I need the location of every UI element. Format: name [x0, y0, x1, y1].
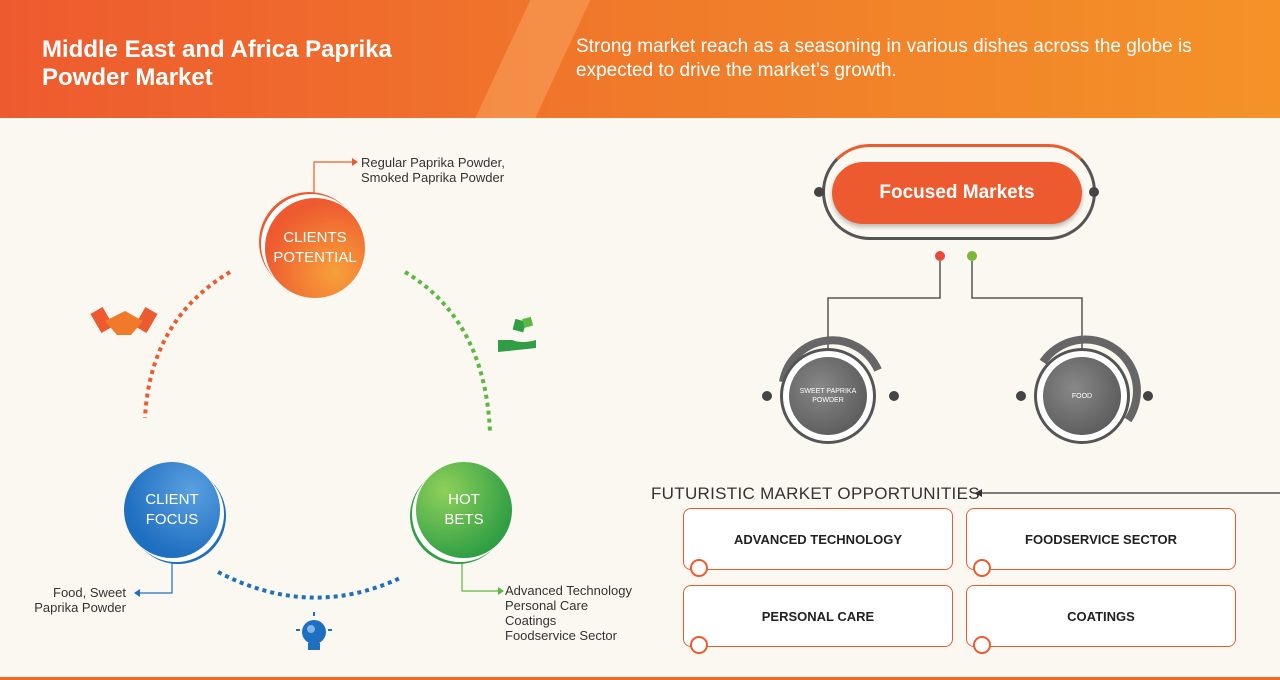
clients-potential-circle: CLIENTS POTENTIAL: [265, 198, 365, 298]
arc-blue: [217, 570, 401, 600]
ring-dot: [1143, 391, 1153, 401]
hot-bets-circle: HOT BETS: [416, 462, 512, 558]
connector-dot-red: [935, 251, 945, 261]
food-circle: FOOD: [1043, 357, 1121, 435]
opportunity-label: COATINGS: [1067, 608, 1135, 624]
note-line: Advanced Technology: [505, 583, 632, 598]
sweet-paprika-label: SWEET PAPRIKA POWDER: [799, 388, 857, 404]
food-label: FOOD: [1071, 392, 1093, 400]
note-line: Paprika Powder: [34, 600, 126, 615]
page-title: Middle East and Africa Paprika Powder Ma…: [42, 36, 392, 91]
clients-potential-line1: CLIENTS: [283, 229, 347, 246]
callout-clients: [313, 161, 352, 198]
corner-circle: [973, 559, 991, 577]
opportunity-box: ADVANCED TECHNOLOGY: [683, 508, 953, 577]
connector-sweet: [827, 261, 941, 355]
header-banner: Middle East and Africa Paprika Powder Ma…: [0, 0, 1280, 118]
frame-dot-left: [814, 187, 824, 197]
opportunity-box: COATINGS: [966, 585, 1236, 654]
page-tagline: Strong market reach as a seasoning in va…: [576, 36, 1192, 81]
opportunity-label: FOODSERVICE SECTOR: [1025, 531, 1177, 547]
opportunity-label: PERSONAL CARE: [761, 608, 875, 624]
connector-food: [971, 261, 1083, 355]
note-line: Food, Sweet: [53, 585, 126, 600]
arc-food: [1039, 335, 1141, 423]
arc-orange: [143, 270, 232, 419]
note-line: Smoked Paprika Powder: [361, 170, 505, 185]
clients-potential-line2: POTENTIAL: [273, 249, 357, 266]
note-line: Personal Care: [505, 598, 589, 613]
corner-circle: [690, 636, 708, 654]
hot-bets-notes: Advanced Technology Personal Care Coatin…: [505, 583, 632, 643]
ring-dot: [762, 391, 772, 401]
ring-dot: [1016, 391, 1026, 401]
client-focus-line2: FOCUS: [145, 511, 199, 528]
opportunity-box: PERSONAL CARE: [683, 585, 953, 654]
opportunities-title: FUTURISTIC MARKET OPPORTUNITIES: [651, 484, 980, 503]
bottom-border: [0, 677, 1280, 680]
client-focus-circle: CLIENT FOCUS: [124, 462, 220, 558]
callout-client-focus: [140, 560, 173, 594]
corner-circle: [690, 559, 708, 577]
clients-potential-notes: Regular Paprika Powder, Smoked Paprika P…: [361, 155, 505, 185]
note-line: Regular Paprika Powder,: [361, 155, 505, 170]
client-focus-line1: CLIENT: [145, 491, 199, 508]
corner-circle: [973, 636, 991, 654]
arc-green: [403, 270, 492, 433]
focused-markets-title: Focused Markets: [832, 162, 1082, 224]
sweet-paprika-circle: SWEET PAPRIKA POWDER: [789, 357, 867, 435]
ring-dot: [889, 391, 899, 401]
hot-bets-line2: BETS: [444, 511, 484, 528]
opportunity-label: ADVANCED TECHNOLOGY: [733, 531, 903, 547]
hot-bets-line1: HOT: [448, 491, 480, 508]
client-focus-notes: Food, Sweet Paprika Powder: [26, 585, 126, 615]
lightbulb-icon: [296, 612, 332, 650]
connector-dot-green: [967, 251, 977, 261]
dice-hand-icon: [498, 316, 536, 352]
opportunity-box: FOODSERVICE SECTOR: [966, 508, 1236, 577]
arc-sweet: [779, 336, 882, 383]
note-line: Foodservice Sector: [505, 628, 617, 643]
note-line: Coatings: [505, 613, 557, 628]
frame-dot-right: [1089, 187, 1099, 197]
handshake-icon: [90, 306, 158, 335]
callout-hot-bets: [461, 560, 498, 592]
